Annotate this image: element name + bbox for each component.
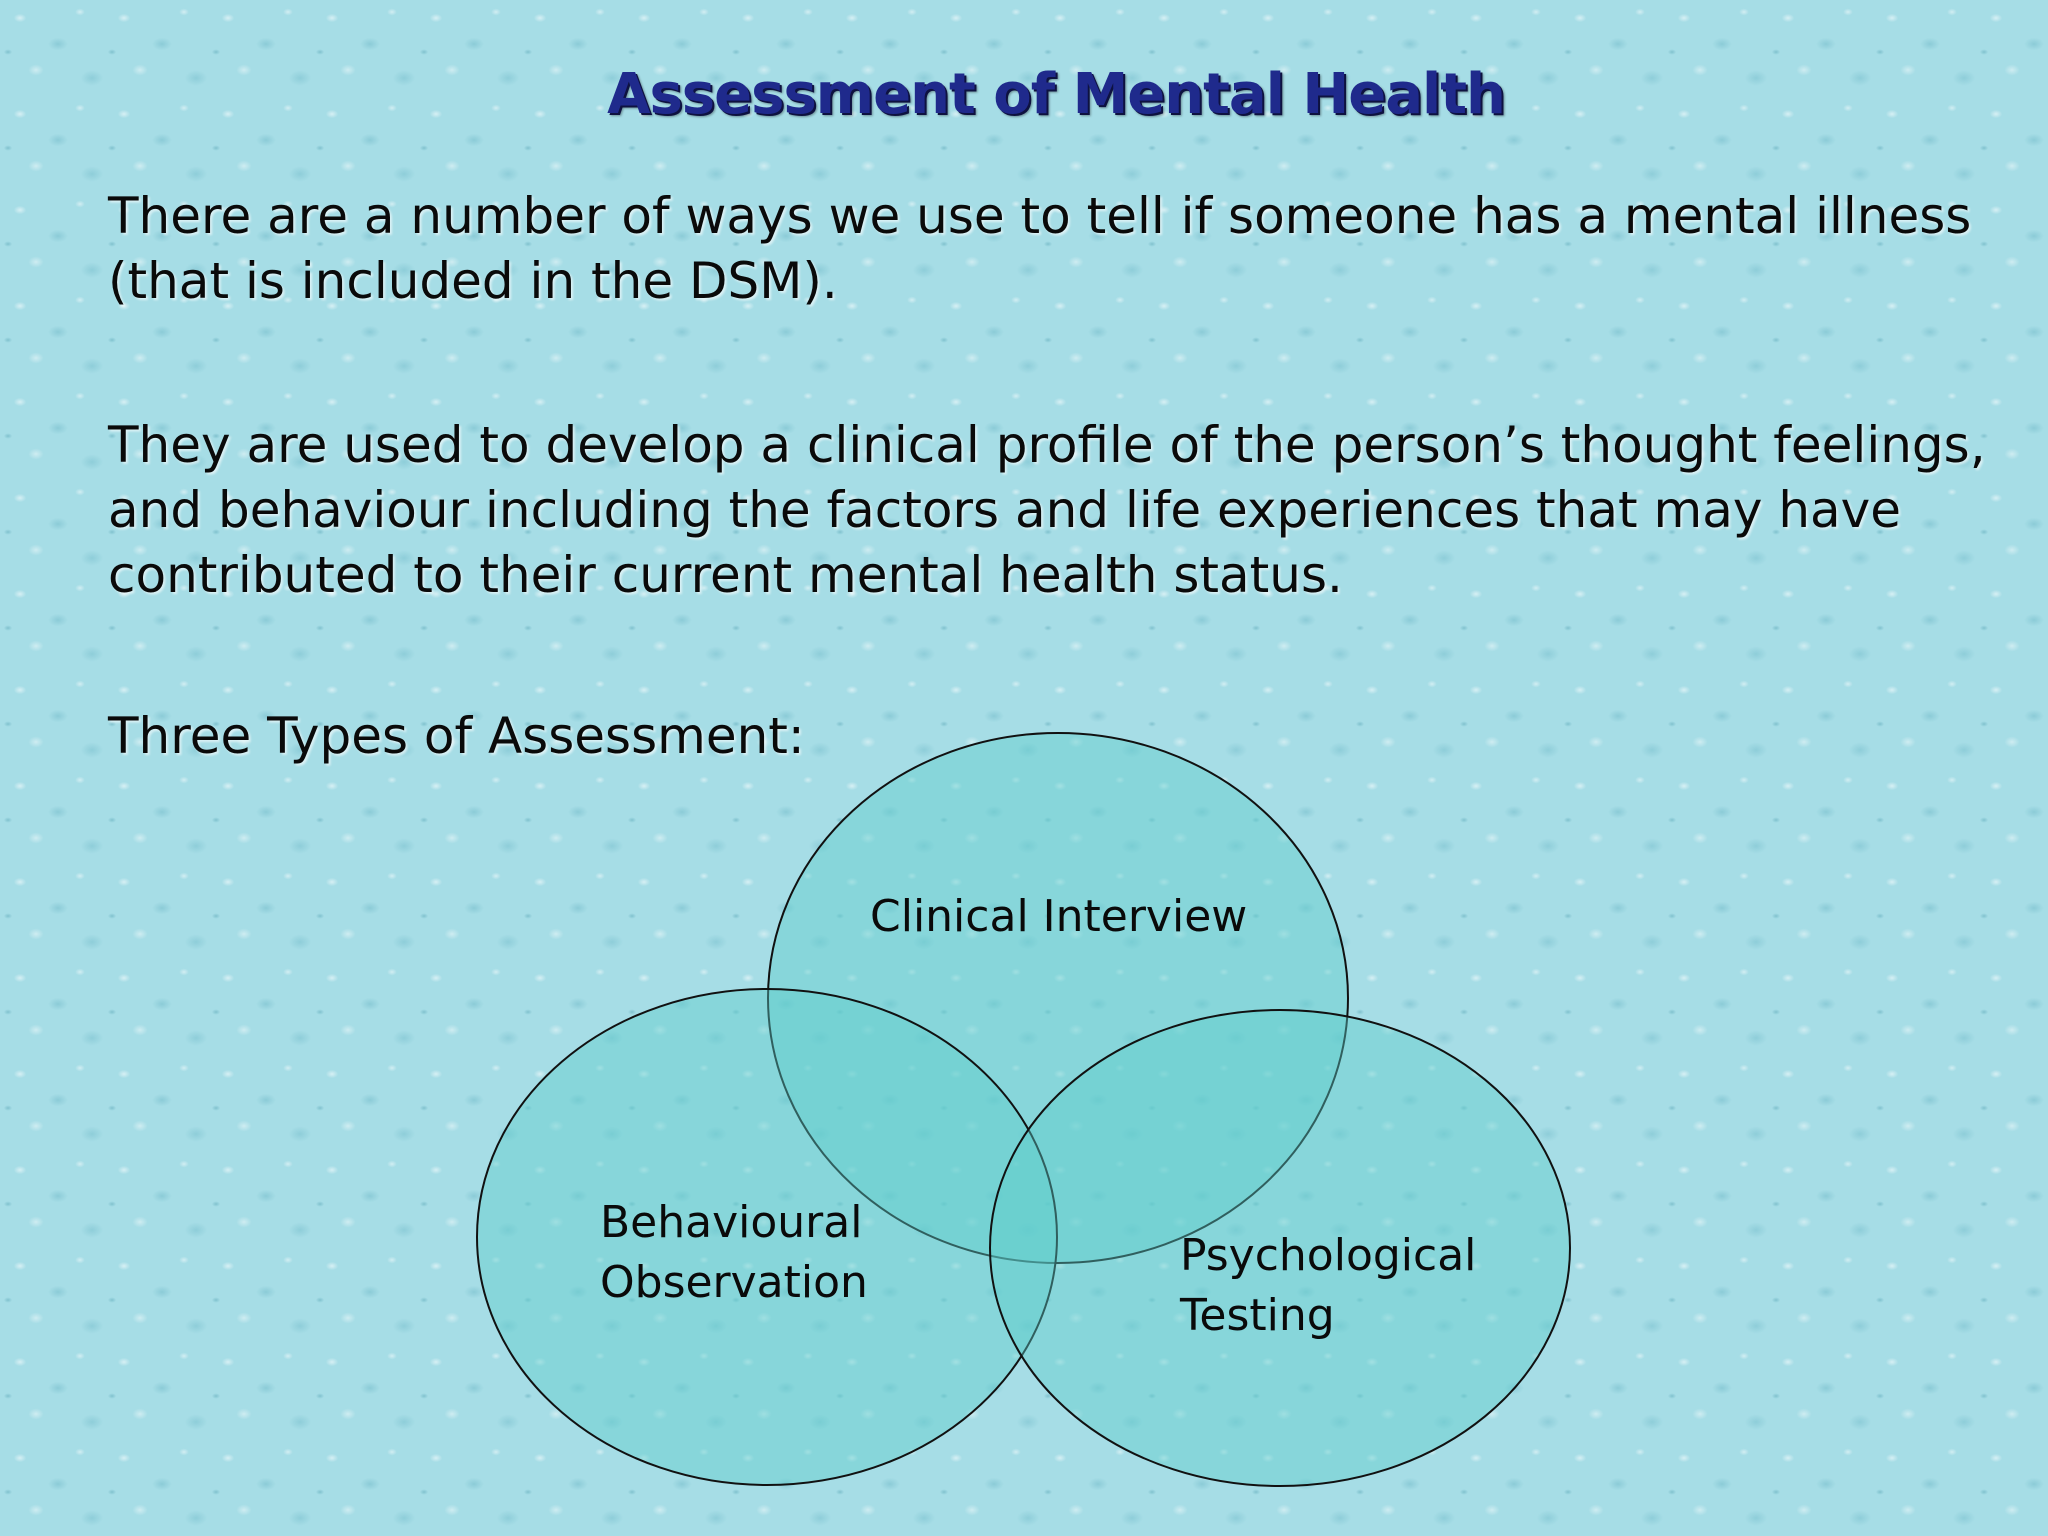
venn-label-psychological-testing: Psychological Testing [1180, 1226, 1476, 1346]
slide-title: Assessment of Mental Health [607, 62, 1506, 127]
venn-circle-behavioural-observation [476, 988, 1058, 1486]
venn-label-line: Behavioural [600, 1197, 863, 1248]
venn-label-line: Testing [1180, 1290, 1335, 1341]
purpose-paragraph: They are used to develop a clinical prof… [108, 416, 1986, 604]
intro-paragraph: There are a number of ways we use to tel… [108, 187, 1972, 310]
venn-label-line: Psychological [1180, 1230, 1477, 1281]
venn-label-clinical-interview: Clinical Interview [870, 887, 1247, 947]
venn-circle-psychological-testing [989, 1009, 1571, 1487]
venn-label-behavioural-observation: Behavioural Observation [600, 1193, 868, 1313]
venn-label-line: Clinical Interview [870, 891, 1248, 942]
venn-circle-clinical-interview [767, 732, 1349, 1264]
venn-label-line: Observation [600, 1257, 868, 1308]
types-heading: Three Types of Assessment: [108, 707, 805, 765]
